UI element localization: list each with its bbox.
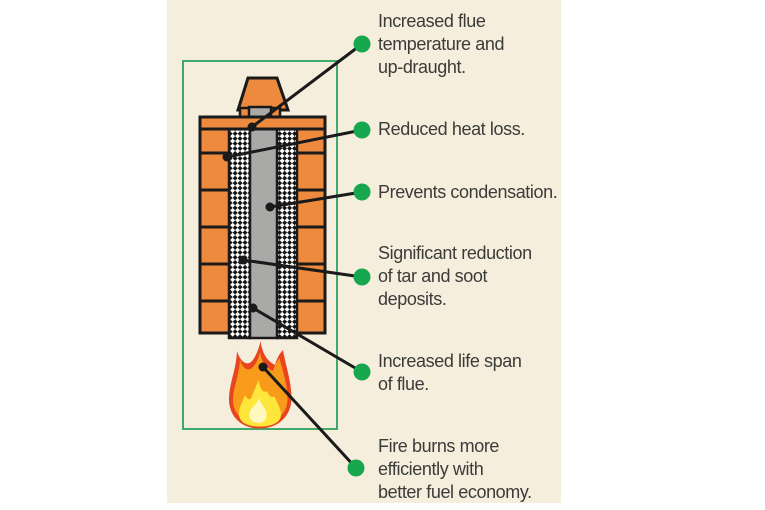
label-line: Significant reduction (378, 243, 532, 263)
label-line: temperature and (378, 34, 505, 54)
label-flue-temperature: Increased flue temperature and up-draugh… (378, 10, 564, 79)
bullet-icon-condensation (353, 183, 371, 201)
bullet-icon-flue-temperature (353, 35, 371, 53)
leader-lines (225, 42, 364, 470)
label-line: Prevents condensation. (378, 182, 558, 202)
leader-line-fuel-economy (261, 365, 358, 470)
chimney-top-band (198, 115, 327, 131)
chimney-pot (235, 76, 291, 112)
label-line: of flue. (378, 374, 429, 394)
bullet-icon-heat-loss (353, 121, 371, 139)
label-line: Reduced heat loss. (378, 119, 525, 139)
leader-line-tar-soot (241, 258, 364, 279)
label-line: of tar and soot (378, 266, 488, 286)
flame-core (249, 398, 267, 423)
diagram-outline-box (182, 60, 338, 430)
label-life-span: Increased life span of flue. (378, 350, 564, 396)
leader-line-flue-temperature (250, 42, 364, 129)
label-tar-soot: Significant reduction of tar and soot de… (378, 242, 564, 311)
insulation-right (275, 124, 299, 340)
label-line: deposits. (378, 289, 447, 309)
leader-line-condensation (268, 190, 364, 209)
label-line: Fire burns more (378, 436, 500, 456)
label-heat-loss: Reduced heat loss. (378, 118, 564, 141)
label-line: better fuel economy. (378, 482, 532, 502)
bullet-icon-tar-soot (353, 268, 371, 286)
anchor-dot-insulation (238, 255, 248, 265)
anchor-dot-flue-liner (265, 202, 275, 212)
label-fuel-economy: Fire burns more efficiently with better … (378, 435, 564, 504)
label-line: Increased life span (378, 351, 522, 371)
label-bullets (347, 35, 371, 477)
leader-line-heat-loss (225, 128, 364, 159)
chimney-flue-diagram (182, 35, 371, 477)
fire-icon (228, 341, 292, 429)
anchor-dot-flue-lower (248, 303, 258, 313)
anchor-dot-brick-wall (222, 152, 232, 162)
leader-line-life-span (251, 306, 364, 374)
bullet-icon-life-span (353, 363, 371, 381)
label-line: up-draught. (378, 57, 466, 77)
anchor-dot-flue-top (247, 122, 257, 132)
flue-liner (248, 124, 279, 340)
label-condensation: Prevents condensation. (378, 181, 564, 204)
insulation-left (227, 124, 252, 340)
anchor-dot-fire (258, 362, 268, 372)
anchor-dots (222, 122, 275, 372)
label-line: Increased flue (378, 11, 486, 31)
bullet-icon-fuel-economy (347, 459, 365, 477)
label-line: efficiently with (378, 459, 484, 479)
